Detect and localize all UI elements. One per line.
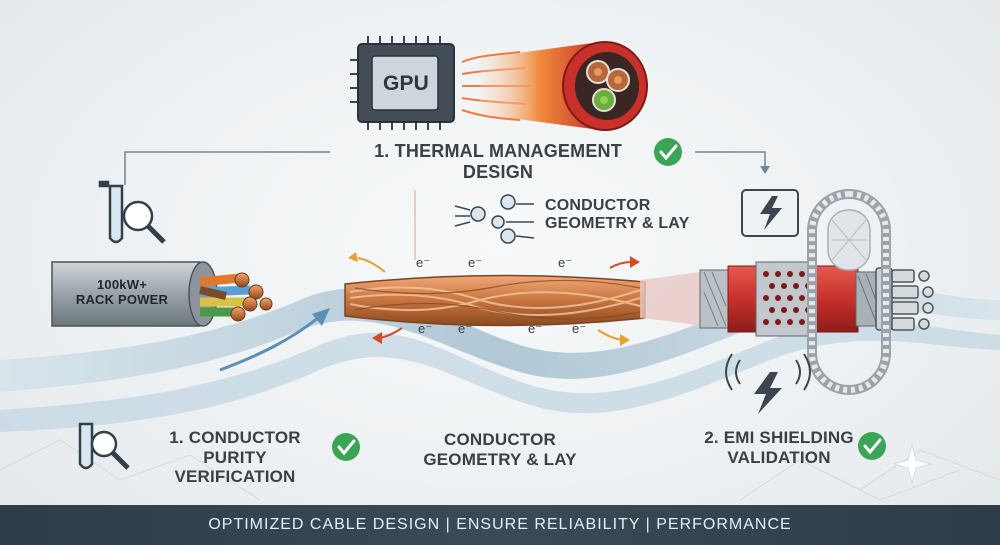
- rack-power-line1: 100kW+: [97, 277, 147, 292]
- connector-lines: [124, 151, 770, 260]
- footer-bar: [0, 505, 1000, 545]
- conductor-geometry-top-line1: CONDUCTOR: [545, 197, 651, 214]
- conductor-geometry-bottom-line1: CONDUCTOR: [444, 430, 556, 449]
- conductor-geometry-top-line2: GEOMETRY & LAY: [545, 215, 690, 233]
- electron-label: e⁻: [572, 321, 587, 336]
- lightning-icon: [725, 353, 811, 414]
- sparkle-icon: [892, 443, 932, 484]
- conductor-geometry-top-label: CONDUCTOR GEOMETRY & LAY: [545, 197, 689, 234]
- gpu-label: GPU: [382, 72, 430, 95]
- emi-shielding-line1: 2. EMI SHIELDING: [704, 428, 854, 447]
- rack-power-cable: [51, 261, 273, 327]
- heated-cable-icon: [480, 41, 648, 131]
- rack-power-line2: RACK POWER: [75, 291, 169, 307]
- lightning-icon: [741, 189, 799, 237]
- checkmark-icon: [654, 138, 682, 166]
- test-tube-magnifier-icon: [78, 422, 130, 470]
- emi-shielding-label: 2. EMI SHIELDING VALIDATION: [694, 428, 864, 467]
- checkmark-icon: [858, 432, 886, 460]
- footer-text: OPTIMIZED CABLE DESIGN | ENSURE RELIABIL…: [208, 516, 792, 533]
- electron-label: e⁻: [416, 255, 431, 270]
- emi-shielding-line2: VALIDATION: [727, 447, 831, 467]
- emi-shielded-cable: [640, 261, 934, 337]
- conductor-purity-label: 1. CONDUCTOR PURITY VERIFICATION: [140, 428, 330, 487]
- electron-label: e⁻: [528, 321, 543, 336]
- checkmark-icon: [332, 433, 360, 461]
- electron-label: e⁻: [418, 321, 433, 336]
- electron-icon: [454, 194, 535, 244]
- electron-flow-arrows: [348, 252, 640, 346]
- conductor-geometry-bottom-label: CONDUCTOR GEOMETRY & LAY: [415, 430, 585, 469]
- test-tube-magnifier-icon: [98, 180, 166, 244]
- gpu-chip-icon: [350, 36, 455, 130]
- rack-power-label: 100kW+ RACK POWER: [62, 277, 182, 308]
- electron-label: e⁻: [558, 255, 573, 270]
- conductor-geometry-bottom-line2: GEOMETRY & LAY: [423, 449, 577, 469]
- conductor-purity-line2: VERIFICATION: [174, 467, 296, 487]
- electron-label: e⁻: [458, 321, 473, 336]
- thermal-management-label: 1. THERMAL MANAGEMENT DESIGN: [374, 141, 622, 182]
- electron-label: e⁻: [468, 255, 483, 270]
- copper-conductor: [344, 274, 646, 327]
- conductor-purity-line1: 1. CONDUCTOR PURITY: [169, 428, 301, 467]
- braided-shield-loop: [807, 189, 891, 395]
- network-background: [0, 439, 1000, 501]
